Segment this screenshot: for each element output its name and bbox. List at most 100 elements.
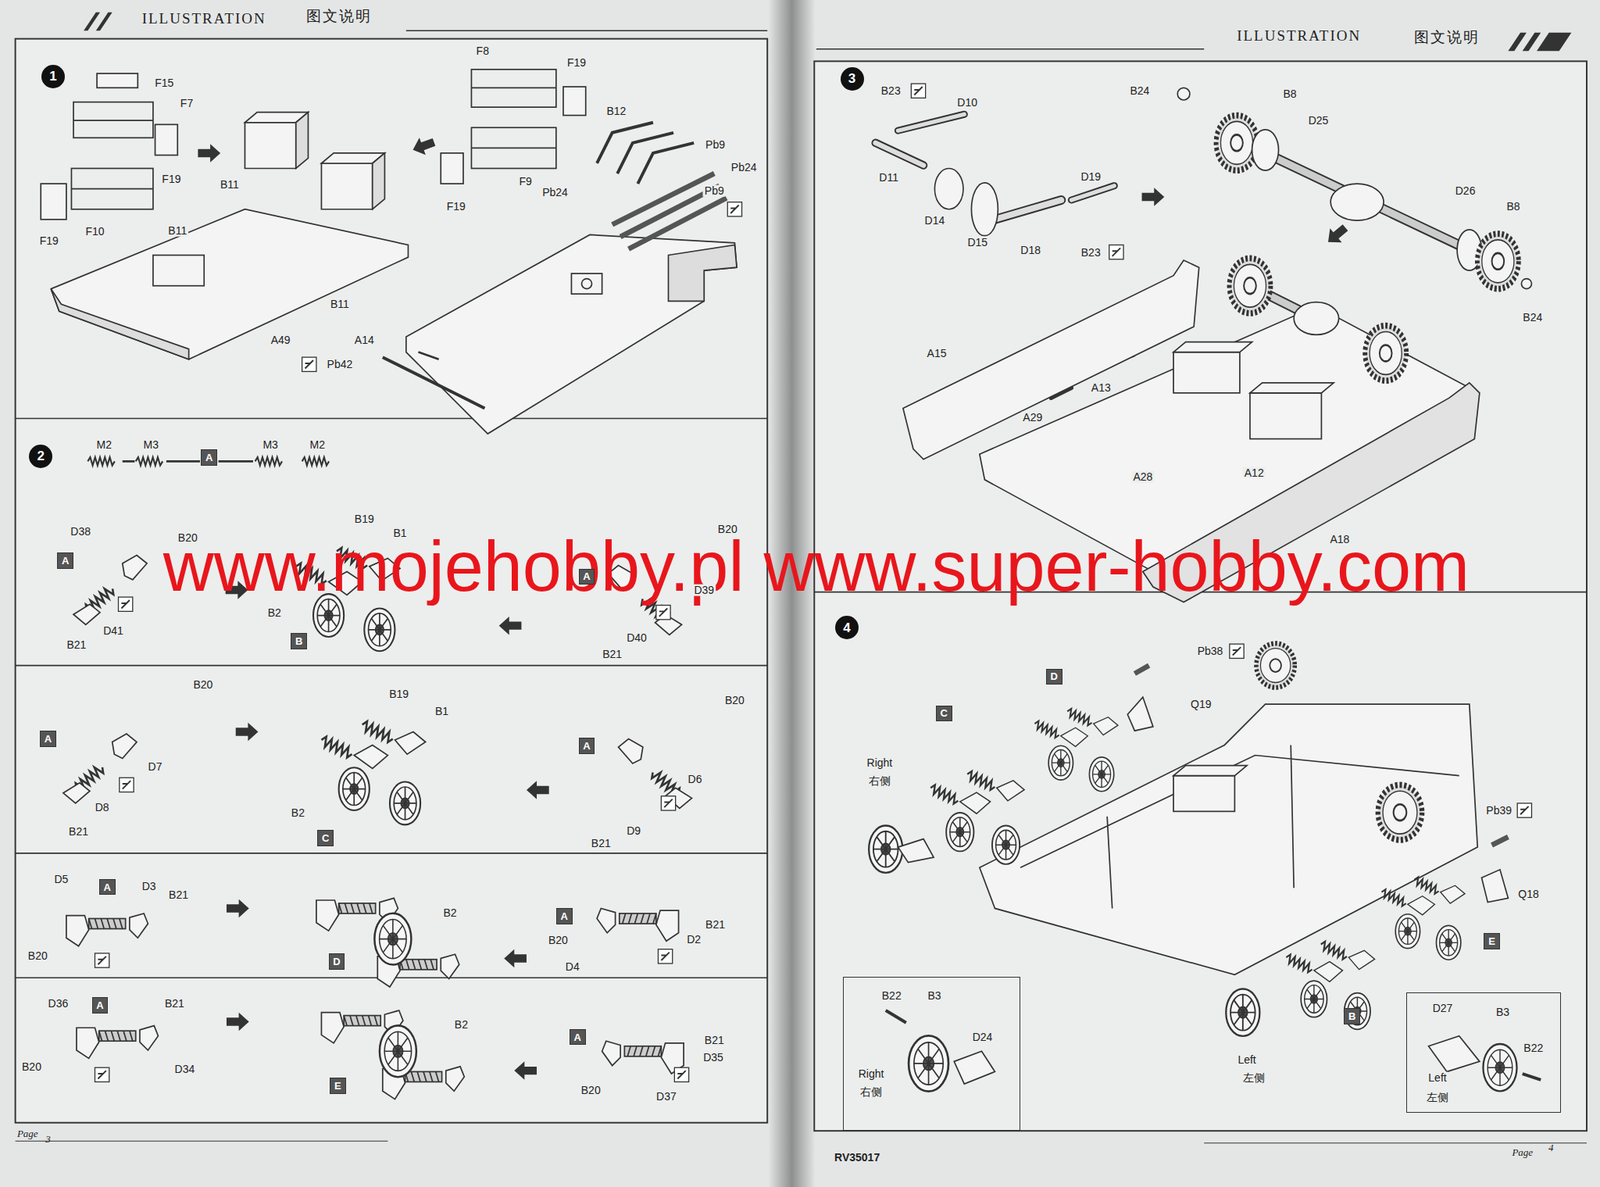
tag-text: A bbox=[103, 882, 111, 893]
tag-text: A bbox=[205, 452, 213, 463]
part-number: D24 bbox=[971, 1030, 995, 1043]
part-number: F19 bbox=[565, 56, 588, 68]
subassembly-tag: A bbox=[556, 907, 573, 925]
tag-text: B bbox=[295, 635, 303, 647]
part-number: F10 bbox=[83, 225, 106, 238]
part-number: F8 bbox=[475, 45, 491, 58]
part-number: D7 bbox=[146, 760, 165, 773]
subassembly-tag: A bbox=[578, 568, 596, 586]
header-text: 图文说明 bbox=[304, 8, 374, 25]
tag-text: C bbox=[939, 707, 947, 718]
part-number: B21 bbox=[703, 1034, 726, 1047]
part-number: B24 bbox=[1128, 85, 1151, 97]
part-number: B23 bbox=[879, 85, 903, 97]
part-number: B24 bbox=[1521, 311, 1544, 324]
tag-text: 2 bbox=[37, 449, 45, 463]
part-number: A14 bbox=[353, 334, 376, 347]
part-number: B21 bbox=[64, 639, 88, 651]
part-number: B3 bbox=[1494, 1006, 1511, 1018]
part-number: F19 bbox=[38, 235, 61, 247]
part-number: Pb42 bbox=[325, 358, 355, 371]
tag-text: C bbox=[321, 832, 329, 843]
tag-text: D bbox=[1050, 671, 1058, 682]
tag-text: A bbox=[582, 740, 590, 751]
part-number: B2 bbox=[453, 1018, 470, 1031]
part-number: B20 bbox=[546, 934, 570, 947]
part-number: D10 bbox=[955, 96, 979, 108]
subassembly-tag: D bbox=[1046, 668, 1063, 686]
part-number: D11 bbox=[877, 171, 900, 184]
part-number: Q19 bbox=[1189, 698, 1213, 711]
page-number: Page bbox=[1510, 1146, 1535, 1158]
part-number: B8 bbox=[1281, 88, 1298, 100]
part-number: D4 bbox=[564, 960, 582, 973]
part-number: Pb39 bbox=[1484, 804, 1514, 817]
part-number: B19 bbox=[353, 512, 376, 525]
detail-inset: B22B3D24Right右侧 bbox=[842, 976, 1021, 1131]
part-number: Left bbox=[1426, 1071, 1448, 1084]
part-number: D14 bbox=[923, 214, 947, 227]
part-number: Right bbox=[857, 1067, 886, 1079]
kit-code: RV35017 bbox=[832, 1151, 882, 1164]
subassembly-tag: A bbox=[578, 737, 596, 754]
subassembly-tag: A bbox=[99, 878, 116, 896]
step-number: 3 bbox=[840, 67, 865, 91]
part-number: M2 bbox=[94, 439, 113, 451]
part-number: B20 bbox=[176, 532, 200, 544]
subassembly-tag: A bbox=[39, 730, 57, 747]
tag-text: D bbox=[332, 956, 340, 967]
part-number: B2 bbox=[289, 806, 307, 818]
tag-text: A bbox=[61, 555, 69, 566]
part-number: F19 bbox=[445, 200, 468, 212]
header-text: ILLUSTRATION bbox=[140, 10, 268, 27]
part-number: B1 bbox=[391, 526, 408, 539]
part-number: B21 bbox=[163, 997, 186, 1010]
part-number: B8 bbox=[1504, 200, 1522, 212]
tag-text: A bbox=[96, 1000, 104, 1011]
part-number: M3 bbox=[260, 439, 279, 451]
part-number: D15 bbox=[965, 235, 990, 248]
part-number: A28 bbox=[1131, 471, 1154, 483]
watermark: www.mojehobby.pl www.super-hobby.com bbox=[163, 531, 1470, 602]
tag-text: 1 bbox=[49, 69, 57, 83]
part-number: F7 bbox=[178, 97, 195, 110]
part-number: B20 bbox=[723, 694, 747, 707]
part-number: D6 bbox=[686, 772, 704, 785]
subassembly-tag: D bbox=[328, 953, 346, 970]
part-number: D41 bbox=[101, 625, 125, 637]
part-number: B11 bbox=[166, 225, 189, 237]
part-number: D19 bbox=[1078, 171, 1103, 183]
part-number: B20 bbox=[26, 949, 50, 961]
part-number: B23 bbox=[1079, 246, 1103, 258]
tag-text: B bbox=[1348, 1010, 1356, 1022]
part-number: B22 bbox=[880, 989, 904, 1002]
side-label: 右侧 bbox=[867, 775, 893, 787]
part-number: D37 bbox=[654, 1089, 679, 1102]
page-number: 4 bbox=[1546, 1142, 1556, 1154]
side-label: Left bbox=[1235, 1053, 1258, 1065]
subassembly-tag: C bbox=[317, 829, 334, 847]
part-number: D25 bbox=[1307, 114, 1331, 127]
part-number: Pb9 bbox=[703, 139, 727, 151]
part-number: B20 bbox=[191, 678, 215, 691]
side-label: Right bbox=[865, 756, 895, 768]
part-number: A15 bbox=[925, 347, 949, 360]
part-number: D34 bbox=[173, 1062, 197, 1075]
subassembly-tag: E bbox=[329, 1077, 347, 1094]
part-number: D39 bbox=[692, 584, 716, 597]
part-number: B1 bbox=[433, 705, 450, 718]
step-number: 1 bbox=[41, 64, 65, 89]
part-number: F9 bbox=[517, 175, 533, 188]
part-number: B3 bbox=[926, 989, 943, 1002]
part-number: B21 bbox=[703, 918, 727, 931]
subassembly-tag: A bbox=[92, 996, 109, 1014]
subassembly-tag: A bbox=[200, 449, 218, 466]
tag-text: 4 bbox=[842, 621, 850, 635]
tag-text: A bbox=[44, 733, 52, 744]
detail-inset: D27B3B22Left左侧 bbox=[1406, 992, 1562, 1113]
subassembly-tag: B bbox=[290, 632, 308, 650]
part-number: A29 bbox=[1021, 411, 1044, 424]
part-number: D27 bbox=[1431, 1002, 1455, 1015]
part-number: B21 bbox=[589, 837, 613, 850]
